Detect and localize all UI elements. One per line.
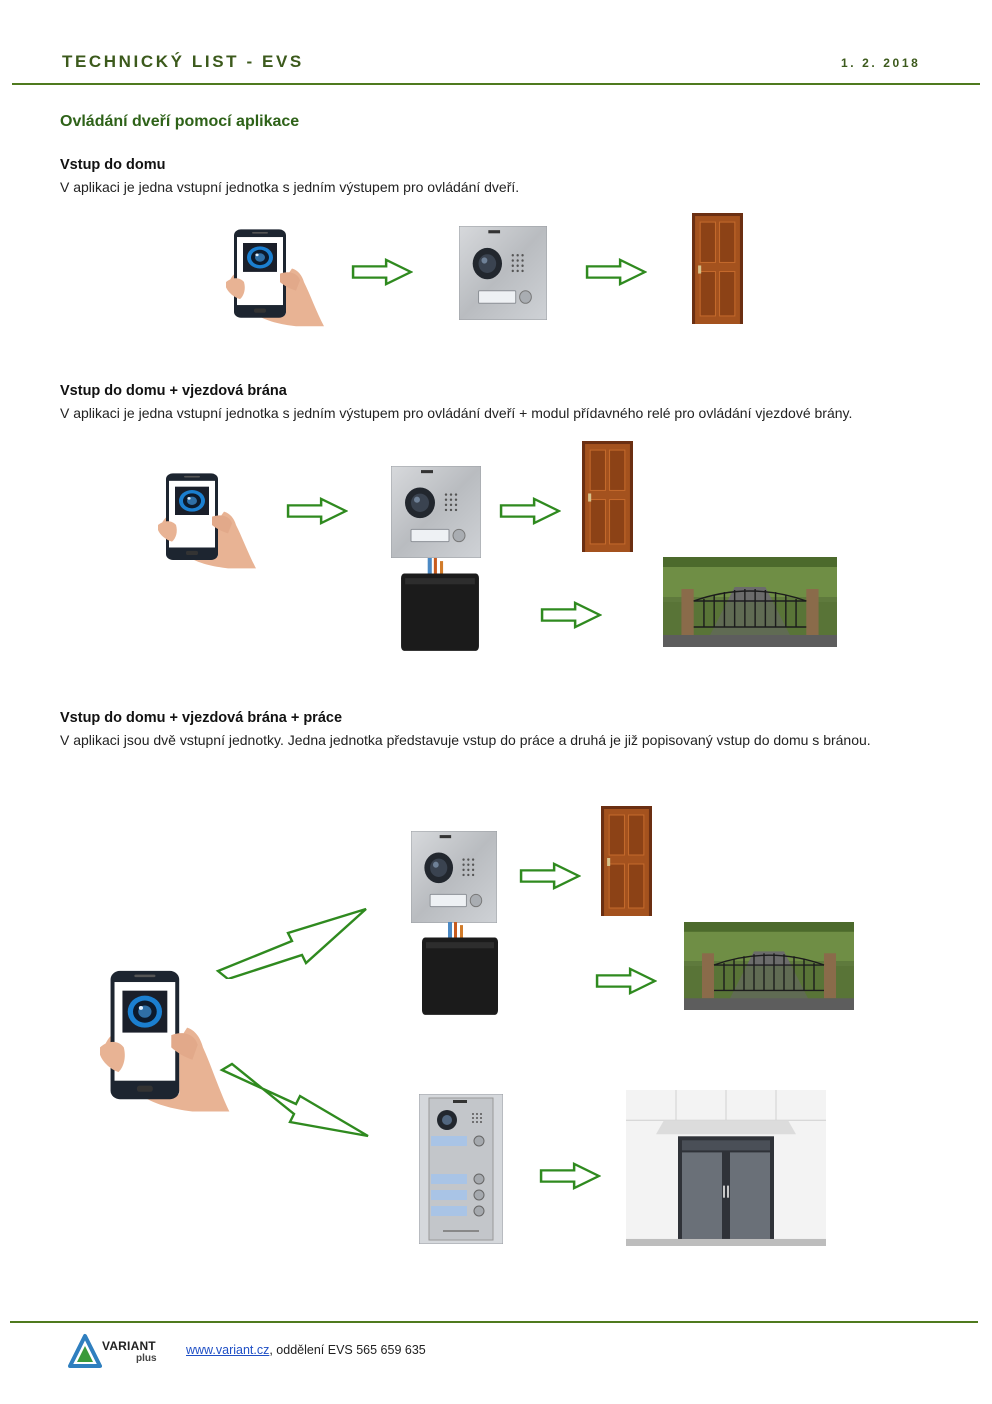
section-3-text: V aplikaci jsou dvě vstupní jednotky. Je… (60, 732, 871, 748)
phone-image (100, 966, 232, 1114)
logo-sub: plus (136, 1353, 157, 1364)
intercom-multi-image (419, 1094, 503, 1244)
document-date: 1. 2. 2018 (841, 56, 921, 70)
door-image (692, 213, 743, 324)
intercom-image (411, 831, 497, 923)
arrow-icon (286, 497, 348, 525)
arrow-icon (499, 497, 561, 525)
arrow-icon (585, 258, 647, 286)
footer-divider (10, 1321, 978, 1323)
office-entrance-image (626, 1090, 826, 1246)
document-title: TECHNICKÝ LIST - EVS (62, 52, 304, 71)
door-image (582, 441, 633, 552)
gate-image (663, 557, 837, 647)
intercom-image (391, 466, 481, 558)
diagonal-arrow-icon (214, 905, 370, 979)
arrow-icon (540, 601, 602, 629)
diagonal-arrow-icon (218, 1060, 372, 1140)
gate-image (684, 922, 854, 1010)
website-link[interactable]: www.variant.cz (186, 1343, 270, 1357)
section-2-title: Vstup do domu + vjezdová brána (60, 383, 287, 399)
footer-contact-text: , oddělení EVS 565 659 635 (269, 1343, 426, 1357)
door-image (601, 806, 652, 916)
header-divider (12, 83, 980, 85)
variant-logo: VARIANT plus (68, 1332, 168, 1372)
section-2-text: V aplikaci je jedna vstupní jednotka s j… (60, 405, 853, 421)
arrow-icon (595, 967, 657, 995)
arrow-icon (539, 1162, 601, 1190)
section-3-title: Vstup do domu + vjezdová brána + práce (60, 710, 343, 726)
logo-name: VARIANT (102, 1339, 156, 1353)
section-1-title: Vstup do domu (60, 157, 166, 173)
footer-contact: www.variant.cz, oddělení EVS 565 659 635 (186, 1343, 426, 1357)
arrow-icon (519, 862, 581, 890)
relay-module-image (399, 558, 481, 654)
phone-image (226, 226, 326, 328)
arrow-icon (351, 258, 413, 286)
phone-image (158, 470, 258, 570)
section-1-text: V aplikaci je jedna vstupní jednotka s j… (60, 179, 520, 195)
relay-module-image (420, 922, 500, 1018)
page-heading: Ovládání dveří pomocí aplikace (60, 113, 300, 130)
logo-triangle-icon (68, 1334, 102, 1368)
intercom-image (459, 226, 547, 320)
